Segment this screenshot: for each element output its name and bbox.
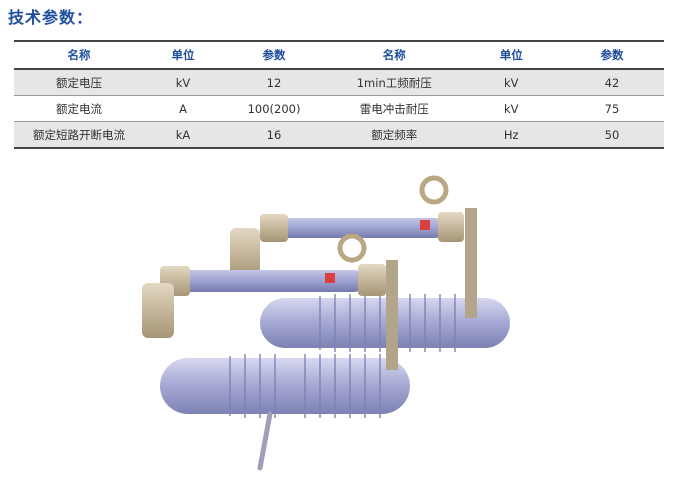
header-name-2: 名称 bbox=[326, 40, 463, 70]
table-row: 额定电压 kV 12 1min工频耐压 kV 42 bbox=[14, 69, 664, 96]
table-row: 额定电流 A 100(200) 雷电冲击耐压 kV 75 bbox=[14, 95, 664, 122]
table-cell: 额定电流 bbox=[14, 95, 144, 122]
table-cell: A bbox=[144, 95, 222, 122]
table-row: 额定短路开断电流 kA 16 额定频率 Hz 50 bbox=[14, 121, 664, 149]
header-name-1: 名称 bbox=[14, 40, 144, 70]
fuse-unit-back bbox=[230, 175, 510, 352]
table-cell: kV bbox=[462, 69, 560, 96]
fuse-unit-front bbox=[142, 233, 410, 471]
spec-table: 名称 单位 参数 名称 单位 参数 额定电压 kV 12 1min工频耐压 kV… bbox=[14, 40, 664, 149]
table-header-row: 名称 单位 参数 名称 单位 参数 bbox=[14, 40, 664, 70]
table-cell: 42 bbox=[560, 69, 664, 96]
table-cell: kV bbox=[144, 69, 222, 96]
table-cell: Hz bbox=[462, 121, 560, 149]
header-value-2: 参数 bbox=[560, 40, 664, 70]
page-title: 技术参数： bbox=[8, 8, 94, 27]
pull-ring-front bbox=[337, 233, 367, 263]
insulator-back bbox=[260, 298, 510, 348]
table-cell: 额定电压 bbox=[14, 69, 144, 96]
fuse-tube-back bbox=[270, 218, 445, 238]
table-cell: 额定短路开断电流 bbox=[14, 121, 144, 149]
header-value-1: 参数 bbox=[222, 40, 326, 70]
header-unit-2: 单位 bbox=[462, 40, 560, 70]
table-cell: 12 bbox=[222, 69, 326, 96]
insulator-front bbox=[160, 358, 410, 414]
table-cell: 额定频率 bbox=[326, 121, 463, 149]
table-cell: kA bbox=[144, 121, 222, 149]
pull-ring-back bbox=[419, 175, 449, 205]
table-cell: 1min工频耐压 bbox=[326, 69, 463, 96]
product-photo bbox=[142, 175, 510, 471]
fuse-tube-front bbox=[175, 270, 365, 292]
table-cell: 雷电冲击耐压 bbox=[326, 95, 463, 122]
table-cell: kV bbox=[462, 95, 560, 122]
table-cell: 75 bbox=[560, 95, 664, 122]
table-cell: 50 bbox=[560, 121, 664, 149]
table-cell: 100(200) bbox=[222, 95, 326, 122]
table-cell: 16 bbox=[222, 121, 326, 149]
header-unit-1: 单位 bbox=[144, 40, 222, 70]
